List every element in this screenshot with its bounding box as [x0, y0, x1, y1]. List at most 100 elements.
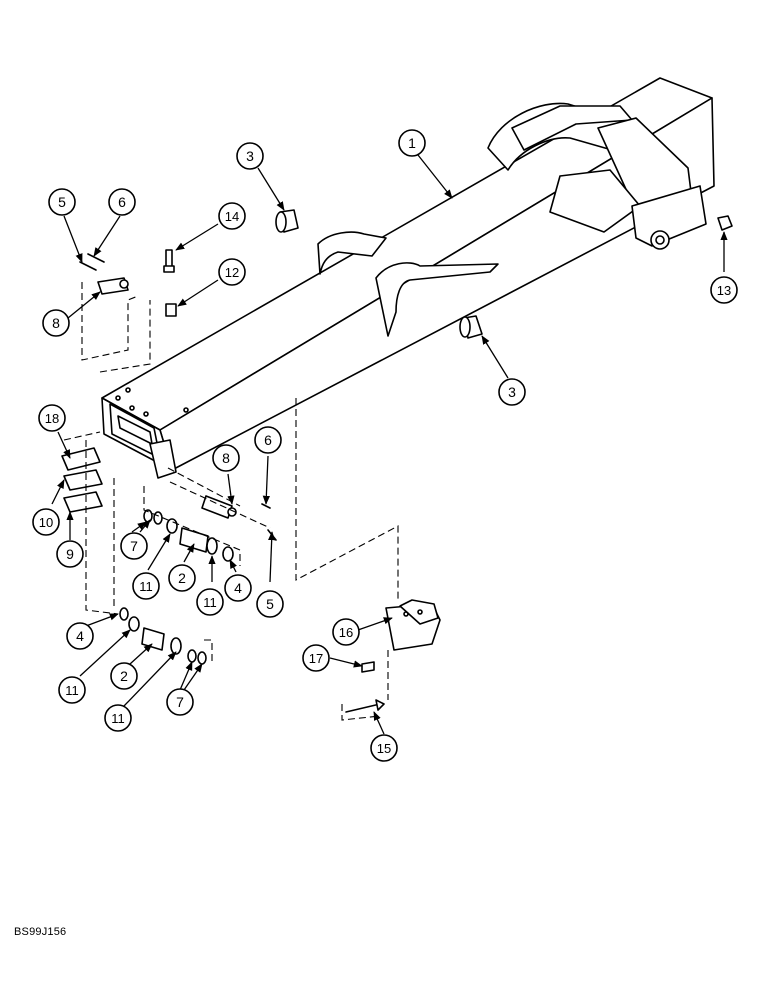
callout-label: 16 [339, 625, 353, 640]
callout-3: 3 [498, 378, 526, 406]
callout-label: 4 [76, 628, 84, 644]
callout-2: 2 [110, 662, 138, 690]
callout-circle [256, 590, 284, 618]
callout-18: 18 [38, 404, 66, 432]
callout-label: 3 [246, 148, 254, 164]
callout-circle [196, 588, 224, 616]
callout-7: 7 [120, 532, 148, 560]
callout-circle [38, 404, 66, 432]
callout-label: 3 [508, 384, 516, 400]
callout-label: 14 [225, 209, 239, 224]
callout-label: 11 [139, 579, 153, 594]
callout-circle [56, 540, 84, 568]
saddle-bracket-rear [487, 102, 695, 233]
callout-15: 15 [370, 734, 398, 762]
callout-circle [32, 508, 60, 536]
callout-circle [58, 676, 86, 704]
callout-circle [302, 644, 330, 672]
callout-label: 5 [266, 596, 274, 612]
callout-label: 7 [130, 538, 138, 554]
callout-circle [42, 309, 70, 337]
callout-label: 8 [52, 315, 60, 331]
bushing-3-lower [459, 315, 483, 339]
callout-11: 11 [58, 676, 86, 704]
roller-stack-upper [143, 509, 234, 562]
callout-9: 9 [56, 540, 84, 568]
callout-label: 6 [118, 194, 126, 210]
callout-13: 13 [710, 276, 738, 304]
bracket-16 [385, 599, 441, 651]
callout-label: 17 [309, 651, 323, 666]
callout-label: 9 [66, 546, 74, 562]
callout-4: 4 [224, 574, 252, 602]
callout-circle [166, 688, 194, 716]
callout-1: 1 [398, 129, 426, 157]
callout-circle [224, 574, 252, 602]
callout-circle [120, 532, 148, 560]
callout-11: 11 [104, 704, 132, 732]
callout-6: 6 [108, 188, 136, 216]
callout-8: 8 [42, 309, 70, 337]
callout-label: 11 [65, 683, 79, 698]
callout-label: 11 [111, 711, 125, 726]
callout-circle [218, 258, 246, 286]
pin-8-upper [79, 253, 129, 295]
document-reference: BS99J156 [14, 926, 67, 938]
callout-label: 10 [39, 515, 53, 530]
callout-circle [132, 572, 160, 600]
callout-label: 8 [222, 450, 230, 466]
callout-3: 3 [236, 142, 264, 170]
pin-8-lower [201, 495, 277, 541]
bolt-14 [163, 249, 175, 273]
callout-circle [218, 202, 246, 230]
callout-2: 2 [168, 564, 196, 592]
nut-13 [717, 215, 733, 231]
bushing-3-upper [275, 209, 299, 233]
roller-stack-lower [119, 607, 207, 665]
spacer-12 [165, 303, 177, 317]
callout-label: 5 [58, 194, 66, 210]
callout-5: 5 [48, 188, 76, 216]
callout-label: 15 [377, 741, 391, 756]
wear-pads [61, 447, 103, 513]
callout-11: 11 [132, 572, 160, 600]
callout-label: 1 [408, 135, 416, 151]
callout-8: 8 [212, 444, 240, 472]
callout-circle [236, 142, 264, 170]
callout-6: 6 [254, 426, 282, 454]
saddle-bracket-front [317, 231, 499, 337]
callout-circle [710, 276, 738, 304]
callout-circle [398, 129, 426, 157]
callout-label: 2 [120, 668, 128, 684]
callout-label: 7 [176, 694, 184, 710]
callout-circle [254, 426, 282, 454]
callout-14: 14 [218, 202, 246, 230]
callout-circle [370, 734, 398, 762]
bolt-17 [361, 661, 375, 673]
callout-label: 13 [717, 283, 731, 298]
callout-7: 7 [166, 688, 194, 716]
callout-circle [108, 188, 136, 216]
pin-15 [345, 699, 385, 713]
callout-label: 12 [225, 265, 239, 280]
callout-12: 12 [218, 258, 246, 286]
hitch-plate [631, 185, 707, 250]
callout-16: 16 [332, 618, 360, 646]
callout-circle [48, 188, 76, 216]
callout-label: 18 [45, 411, 59, 426]
leader-arrows [51, 154, 728, 735]
callout-circle [66, 622, 94, 650]
callout-circle [104, 704, 132, 732]
callout-11: 11 [196, 588, 224, 616]
callout-circle [168, 564, 196, 592]
callout-circle [332, 618, 360, 646]
callout-label: 2 [178, 570, 186, 586]
callout-5: 5 [256, 590, 284, 618]
callout-17: 17 [302, 644, 330, 672]
callout-circle [498, 378, 526, 406]
callout-circle [212, 444, 240, 472]
callout-label: 6 [264, 432, 272, 448]
callout-label: 11 [203, 595, 217, 610]
